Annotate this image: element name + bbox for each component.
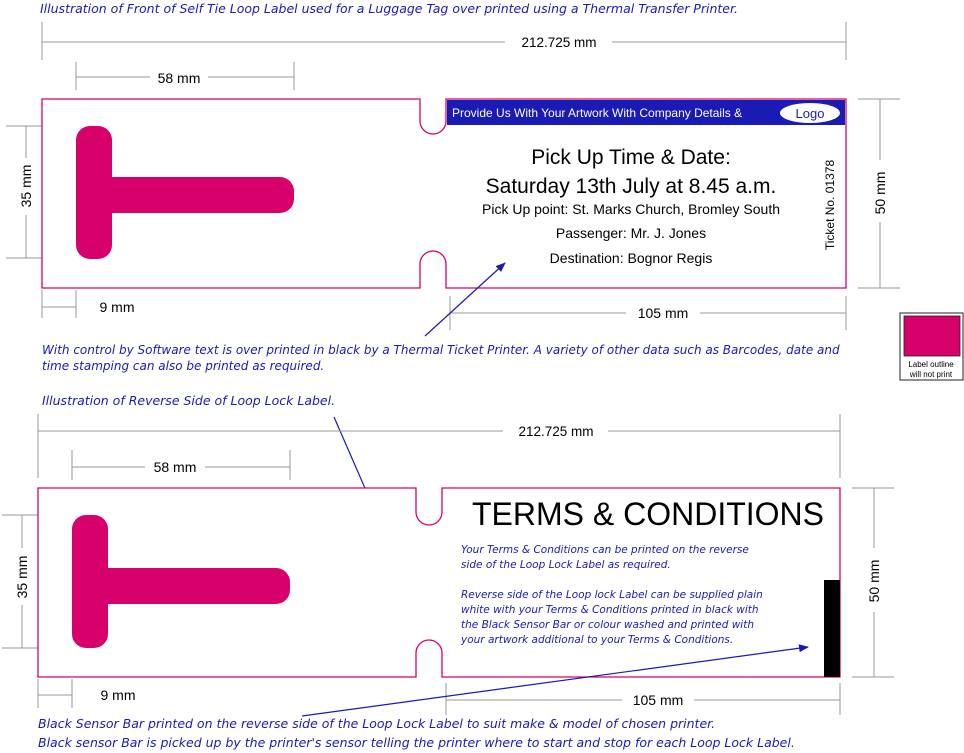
terms-p2-line1: Reverse side of the Loop lock Label can … [461, 589, 763, 601]
reverse-note-line1: Black Sensor Bar printed on the reverse … [38, 716, 715, 731]
terms-p1-line1: Your Terms & Conditions can be printed o… [461, 544, 749, 556]
reverse-dim-58 [71, 450, 291, 480]
front-note-arrow [424, 262, 506, 337]
front-dim-50-label: 50 mm [872, 172, 888, 215]
front-note: With control by Software text is over pr… [42, 343, 840, 373]
reverse-dim-35-label: 35 mm [14, 556, 30, 599]
front-dim-35-label: 35 mm [18, 165, 34, 208]
reverse-dim-total-label: 212.725 mm [518, 424, 593, 439]
reverse-dim-50 [852, 487, 894, 678]
legend-box [899, 312, 964, 381]
front-dim-50 [858, 98, 900, 289]
front-logo-text: Logo [796, 106, 825, 121]
reverse-dim-105-label: 105 mm [633, 692, 684, 708]
front-dim-9 [41, 290, 77, 318]
terms-title: TERMS & CONDITIONS [472, 496, 824, 532]
front-header-text: Provide Us With Your Artwork With Compan… [452, 106, 742, 120]
front-dim-total-label: 212.725 mm [521, 35, 596, 50]
legend-line1: Label outline [908, 360, 954, 369]
front-logo-badge [780, 103, 840, 123]
front-dim-9-label: 9 mm [100, 299, 135, 315]
reverse-note-line2: Black sensor Bar is picked up by the pri… [38, 735, 795, 750]
reverse-dim-105 [445, 683, 841, 715]
reverse-dim-50-label: 50 mm [866, 560, 882, 603]
front-dim-58 [75, 62, 295, 90]
sensor-bar-arrow [301, 644, 809, 717]
front-passenger: Passenger: Mr. J. Jones [556, 225, 706, 241]
reverse-dim-9-label: 9 mm [101, 687, 136, 703]
terms-p2-line2: white with your Terms & Conditions print… [461, 604, 759, 616]
terms-p2-line4: your artwork additional to your Terms & … [460, 634, 733, 646]
front-dim-105-label: 105 mm [638, 305, 689, 321]
reverse-dim-58-label: 58 mm [154, 459, 197, 475]
front-dim-58-label: 58 mm [158, 70, 201, 86]
front-dim-total [41, 22, 847, 60]
front-ticket-number: Ticket No. 01378 [823, 160, 837, 251]
terms-p2-line3: the Black Sensor Bar or colour washed an… [461, 619, 754, 631]
front-caption: Illustration of Front of Self Tie Loop L… [40, 1, 738, 16]
terms-p1-line2: side of the Loop Lock Label as required. [461, 559, 671, 571]
front-label-outline [41, 98, 847, 289]
front-artwork-header [447, 100, 845, 125]
front-pickup-point: Pick Up point: St. Marks Church, Bromley… [482, 201, 780, 217]
reverse-dim-9 [37, 679, 73, 708]
reverse-dim-total [37, 414, 841, 478]
legend-line2: will not print [909, 370, 953, 379]
black-sensor-bar [824, 580, 840, 677]
front-destination: Destination: Bognor Regis [550, 250, 713, 266]
reverse-caption: Illustration of Reverse Side of Loop Loc… [42, 393, 335, 408]
front-title-line2: Saturday 13th July at 8.45 a.m. [486, 175, 777, 198]
front-t-hook [76, 126, 294, 259]
front-title-line1: Pick Up Time & Date: [531, 146, 731, 169]
reverse-t-hook [72, 515, 290, 648]
